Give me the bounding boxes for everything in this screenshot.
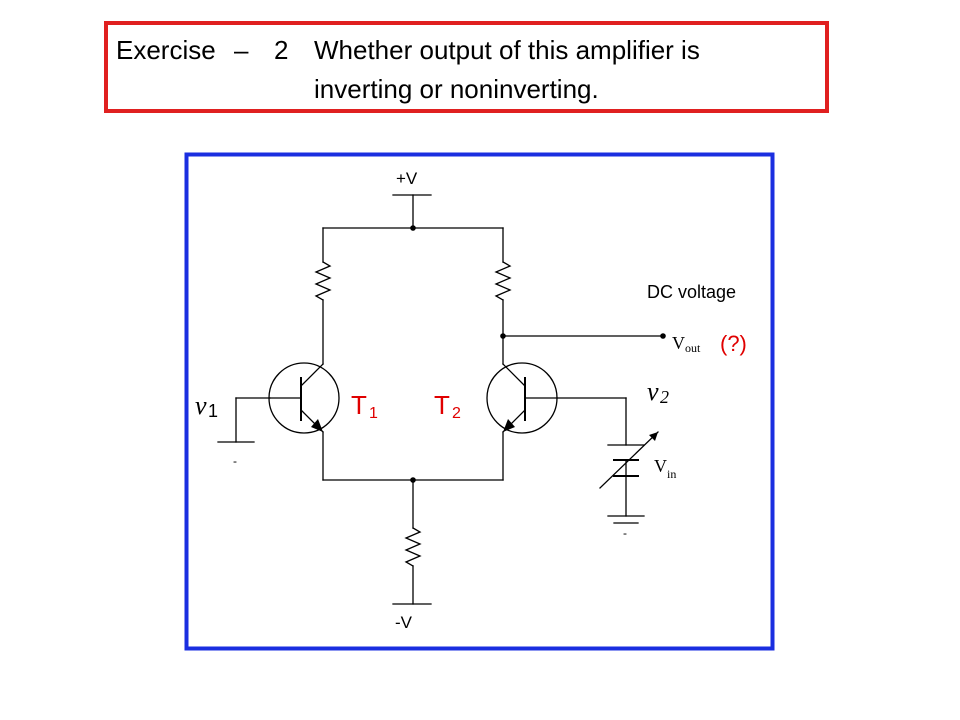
t2-label-sub: 2 bbox=[452, 405, 461, 422]
vin-variable-arrow bbox=[599, 431, 659, 489]
vin-arrow-head bbox=[649, 432, 658, 441]
question-line-2: inverting or noninverting. bbox=[314, 74, 599, 104]
junction-emitter bbox=[410, 477, 416, 483]
t1-label-base: T bbox=[351, 390, 367, 420]
v1-label-sub: 1 bbox=[208, 401, 218, 421]
t1-emitter-arrow bbox=[311, 419, 323, 432]
vout-question-label: (?) bbox=[720, 331, 747, 356]
left-collector-resistor bbox=[314, 261, 332, 301]
diagram-frame bbox=[184, 152, 775, 651]
v1-label-base: v bbox=[195, 391, 207, 420]
v2-label-sub: 2 bbox=[660, 387, 669, 407]
t2-label-base: T bbox=[434, 390, 450, 420]
t2-emitter-arrow bbox=[503, 419, 515, 432]
dc-voltage-label: DC voltage bbox=[647, 282, 736, 302]
tail-resistor bbox=[404, 527, 422, 567]
minus-v-label: -V bbox=[395, 613, 413, 632]
junction-output bbox=[500, 333, 506, 339]
v1-ground-mark: - bbox=[233, 454, 237, 468]
question-line-1: Whether output of this amplifier is bbox=[314, 35, 700, 65]
junction-top bbox=[410, 225, 416, 231]
exercise-label: Exercise bbox=[116, 35, 216, 65]
title-box bbox=[104, 21, 829, 113]
exercise-number: 2 bbox=[274, 35, 289, 65]
vin-label-base: V bbox=[654, 456, 667, 476]
exercise-dash: – bbox=[234, 35, 249, 65]
t2-collector bbox=[502, 363, 526, 387]
t1-label-sub: 1 bbox=[369, 405, 378, 422]
vin-label-sub: in bbox=[667, 467, 676, 481]
right-collector-resistor bbox=[494, 261, 512, 301]
vout-label-base: V bbox=[672, 333, 685, 353]
v2-label-base: v bbox=[647, 377, 659, 406]
vin-ground-mark: - bbox=[623, 526, 627, 540]
plus-v-label: +V bbox=[396, 169, 418, 188]
vout-terminal bbox=[660, 333, 666, 339]
t1-collector bbox=[300, 363, 324, 387]
vout-label-sub: out bbox=[685, 341, 701, 355]
